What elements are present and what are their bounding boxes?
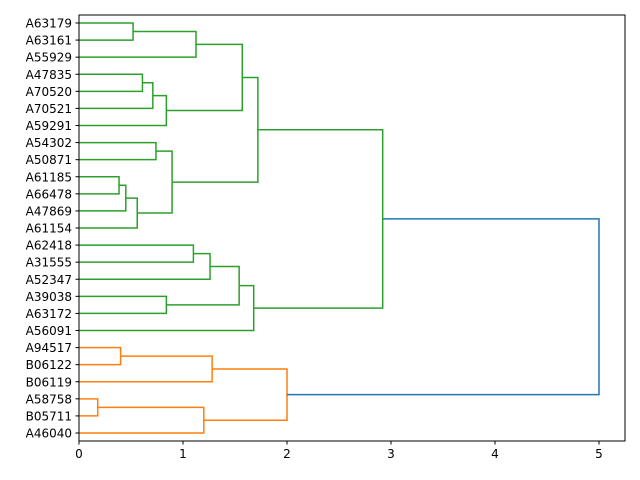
leaf-label: A63179 [26, 17, 72, 31]
leaf-label: A31555 [26, 256, 72, 270]
dendrogram-link [287, 218, 600, 396]
x-axis: 0 1 2 3 4 5 [75, 441, 603, 461]
dendrogram-link [166, 43, 244, 112]
leaf-label: B05711 [26, 409, 72, 423]
leaf-label: B06122 [26, 358, 72, 372]
dendrogram-link [79, 197, 138, 229]
dendrogram-link [166, 265, 240, 306]
x-tick-label: 2 [283, 447, 291, 461]
dendrogram-link [79, 295, 168, 315]
dendrogram-link [79, 176, 120, 195]
leaf-label: A63161 [26, 34, 72, 48]
leaf-label: A70521 [26, 102, 72, 116]
leaf-label: A52347 [26, 273, 72, 287]
leaf-label: A54302 [26, 136, 72, 150]
leaf-label: A62418 [26, 239, 72, 253]
leaf-label: A70520 [26, 85, 72, 99]
leaf-label: A66478 [26, 187, 72, 201]
dendrogram-link [79, 346, 122, 366]
x-tick-label: 4 [491, 447, 499, 461]
leaf-label: A47869 [26, 204, 72, 218]
leaf-label: A61185 [26, 170, 72, 184]
dendrogram-link [79, 22, 134, 41]
leaf-label: A47835 [26, 68, 72, 82]
leaf-label: A46040 [26, 427, 72, 441]
leaf-label: B06119 [26, 375, 72, 389]
leaf-label: A39038 [26, 290, 72, 304]
dendrogram-link [79, 355, 213, 383]
x-tick-label: 1 [179, 447, 187, 461]
leaf-labels: A63179A63161A55929A47835A70520A70521A592… [26, 17, 79, 441]
dendrogram-link [79, 30, 197, 58]
plot-frame [78, 14, 626, 442]
dendrogram-link [253, 129, 384, 309]
x-tick-label: 3 [387, 447, 395, 461]
leaf-label: A94517 [26, 341, 72, 355]
leaf-label: A55929 [26, 51, 72, 65]
dendrogram-link [79, 244, 195, 263]
leaf-label: A56091 [26, 324, 72, 338]
leaf-label: A61154 [26, 222, 72, 236]
dendrogram-link [79, 398, 99, 417]
dendrogram-link [79, 73, 144, 93]
leaf-label: A58758 [26, 392, 72, 406]
x-tick-label: 5 [595, 447, 603, 461]
leaf-label: A50871 [26, 153, 72, 167]
dendrogram-link [79, 141, 157, 161]
dendrogram-link [79, 252, 211, 280]
leaf-label: A59291 [26, 119, 72, 133]
dendrogram-links [79, 22, 600, 434]
leaf-label: A63172 [26, 307, 72, 321]
x-tick-label: 0 [75, 447, 83, 461]
dendrogram-link [203, 368, 288, 421]
dendrogram-link [172, 76, 259, 183]
